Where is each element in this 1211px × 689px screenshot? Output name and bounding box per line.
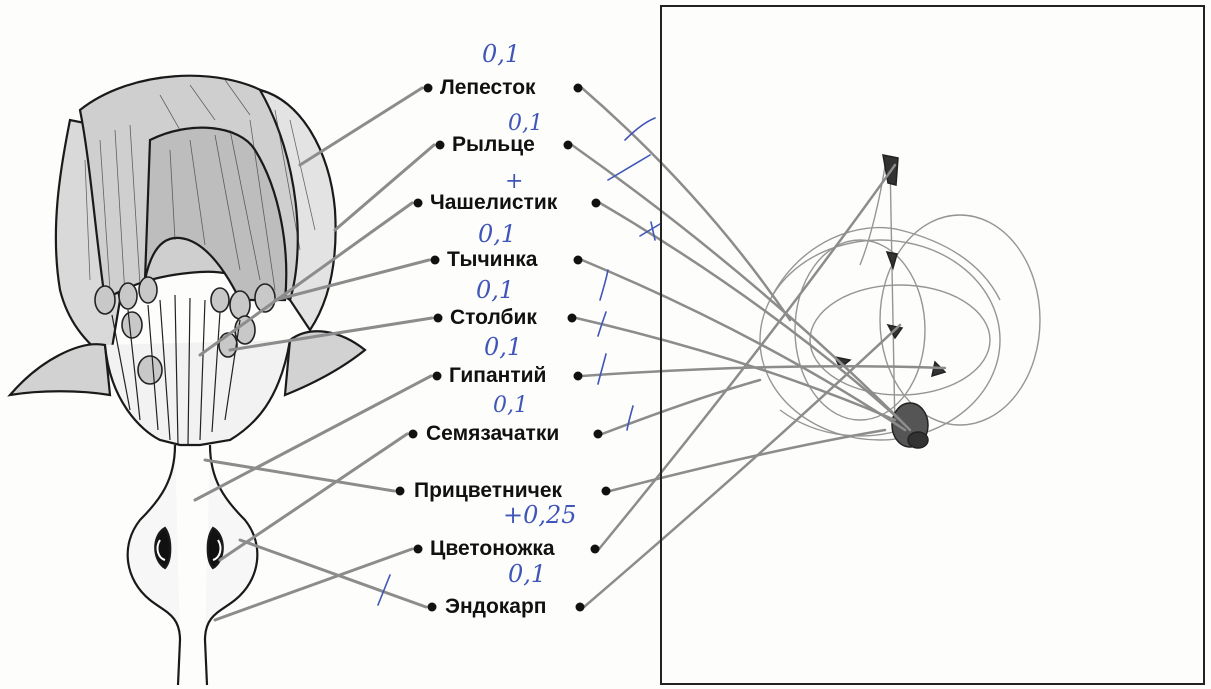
label-dot <box>574 84 583 93</box>
label-dot <box>436 141 445 150</box>
left-leader-line <box>300 88 422 165</box>
grade-style: 0,1 <box>476 278 514 302</box>
label-dot <box>396 487 405 496</box>
label-dot <box>564 141 573 150</box>
label-dot <box>591 545 600 554</box>
left-leader-line <box>240 540 426 607</box>
grade-stamen: 0,1 <box>478 222 516 246</box>
label-pedicel: Цветоножка <box>430 537 555 561</box>
label-dot <box>574 372 583 381</box>
grade-ovules: 0,1 <box>493 394 528 418</box>
label-ovules: Семязачатки <box>426 422 559 446</box>
grade-pedicel: +0,25 <box>503 503 577 527</box>
label-dot <box>424 84 433 93</box>
answer-frame <box>660 5 1205 685</box>
left-leader-line <box>335 145 434 230</box>
label-dot <box>431 256 440 265</box>
label-petal: Лепесток <box>440 76 536 100</box>
label-dot <box>434 314 443 323</box>
label-endocarp: Эндокарп <box>445 595 546 619</box>
grade-stigma: 0,1 <box>508 112 543 136</box>
label-dot <box>409 430 418 439</box>
label-dot <box>594 430 603 439</box>
grade-endocarp: 0,1 <box>508 562 546 586</box>
grade-sepal: + <box>505 170 523 194</box>
label-style: Столбик <box>450 306 537 330</box>
label-dot <box>574 256 583 265</box>
label-dot <box>414 545 423 554</box>
label-bracteole: Прицветничек <box>414 479 562 503</box>
label-sepal: Чашелистик <box>430 191 557 215</box>
label-stamen: Тычинка <box>447 248 537 272</box>
label-dot <box>592 199 601 208</box>
label-dot <box>428 603 437 612</box>
label-stigma: Рыльце <box>452 133 535 157</box>
grade-petal: 0,1 <box>482 42 520 66</box>
left-leader-line <box>220 434 407 560</box>
label-dot <box>602 487 611 496</box>
flower-cross-section-illustration <box>10 76 365 685</box>
label-dot <box>414 199 423 208</box>
left-leader-line <box>205 460 394 491</box>
label-dot <box>433 372 442 381</box>
label-hypanthium: Гипантий <box>449 364 546 388</box>
grade-hypanthium: 0,1 <box>484 335 522 359</box>
label-dot <box>576 603 585 612</box>
label-dot <box>568 314 577 323</box>
